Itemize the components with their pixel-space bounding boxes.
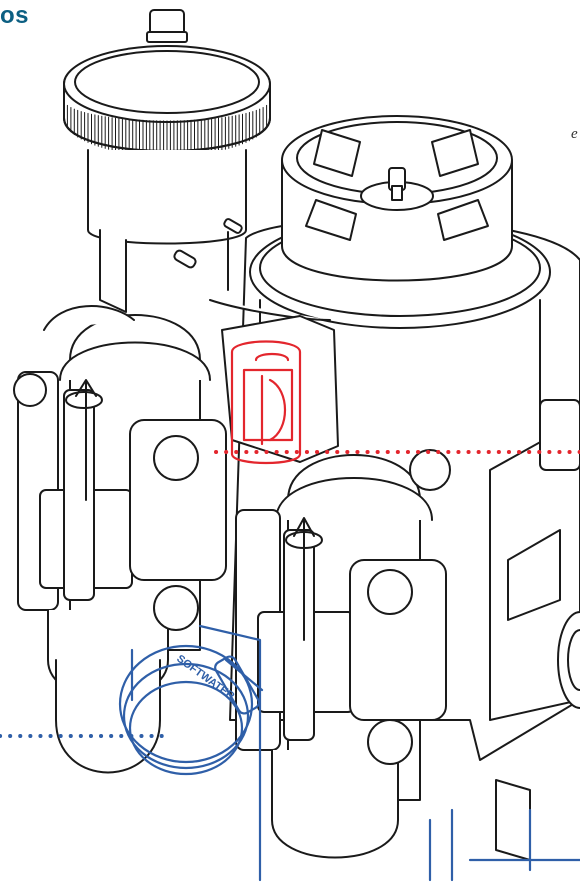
callout-lines [0, 450, 580, 738]
round-cap [63, 45, 271, 152]
knurl-lines [63, 99, 271, 157]
side-port [489, 399, 580, 861]
highlighted-part [221, 315, 339, 465]
flow-arrows [75, 379, 315, 641]
right-bypass [235, 449, 451, 859]
clamp-ring [118, 624, 580, 882]
flow-arrow-left [75, 379, 97, 501]
left-bypass [13, 305, 227, 774]
cap-cylinder [87, 149, 247, 313]
cap-knob [146, 9, 188, 43]
heading-fragment: os [0, 2, 30, 29]
piston-cup [281, 115, 513, 282]
side-mark: e [571, 126, 578, 142]
flow-arrow-right [293, 517, 315, 641]
valve-body-lineart [13, 9, 580, 861]
